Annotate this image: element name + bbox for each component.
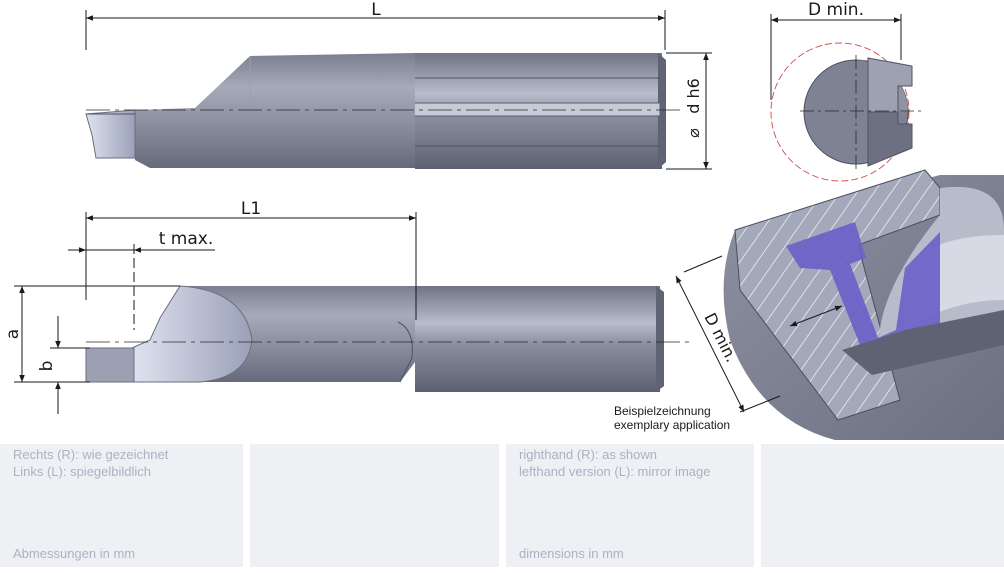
panel-en-units: dimensions in mm [519,546,624,561]
footer-panel-empty-1 [250,444,499,567]
label-d-h6: d h6 [684,78,703,114]
lower-tip [85,347,135,383]
shank-chamfer [658,53,666,169]
cutting-tip [85,109,136,159]
tool-end-view: D min. [770,0,925,182]
panel-de-units: Abmessungen in mm [13,546,136,561]
tool-side-view-top [85,53,680,169]
label-t-max: t max. [159,229,214,249]
technical-drawing: L d h6 ⌀ D min. L1 [3,0,1004,440]
tool-top-view-bottom [85,285,690,392]
example-application-section: D min. Beispielzeichnung exemplary appli… [614,169,1004,440]
footer-panel-de: Rechts (R): wie gezeichnet Links (L): sp… [0,444,243,567]
panel-de-line2: Links (L): spiegelbildlich [13,464,152,479]
internal-groove [786,222,940,350]
dimension-shank-diameter: d h6 ⌀ [666,52,712,170]
footer-panel-empty-2 [761,444,1004,567]
footer-panel-en: righthand (R): as shown lefthand version… [506,444,754,567]
label-b: b [37,361,57,372]
tool-neck [135,53,415,168]
dimension-t-max: t max. [68,229,215,330]
dimension-a-b: a b [3,285,180,414]
dimension-L1: L1 [85,199,417,320]
label-a: a [3,329,23,339]
panel-en-line1: righthand (R): as shown [519,447,658,462]
caption-de: Beispielzeichnung [614,404,711,418]
panel-en-line2: lefthand version (L): mirror image [519,464,711,479]
dimension-L: L [85,0,666,50]
bore-circle [770,42,910,182]
label-L1: L1 [241,199,261,219]
lower-cutting-edge [131,285,253,383]
diameter-symbol: ⌀ [684,128,703,138]
lower-shank [415,286,660,392]
caption-en: exemplary application [614,418,730,432]
label-D-min-top: D min. [808,0,864,20]
label-L: L [371,0,381,20]
panel-de-line1: Rechts (R): wie gezeichnet [13,447,169,462]
